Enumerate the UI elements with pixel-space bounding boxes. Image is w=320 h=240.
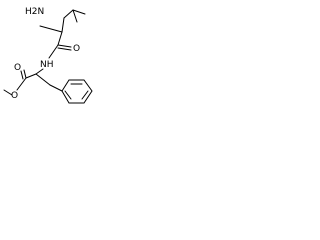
bond-ester-co-1 — [23, 69, 27, 79]
bond-alpha-carbonyl — [57, 31, 63, 46]
aromatic-bond-2 — [81, 90, 89, 100]
bond-n-calpha — [35, 68, 44, 75]
bond-isopropyl-2 — [72, 9, 86, 15]
bond-ch2-ring — [49, 84, 63, 92]
aromatic-bond-3 — [64, 90, 72, 100]
amine-label: H2N — [25, 7, 44, 17]
ester-ether-oxygen-label: O — [11, 91, 18, 101]
bond-isopropyl-1 — [63, 9, 74, 19]
bond-calpha-ester — [25, 73, 37, 79]
molecule-diagram: H2N O NH O O — [3, 7, 93, 104]
structure-canvas: H2N O NH O O — [0, 0, 107, 122]
bond-ester-o — [16, 77, 27, 91]
bond-ester-co-2 — [20, 70, 24, 80]
bond-isopropyl-3 — [72, 9, 78, 23]
bond-ch2 — [61, 17, 65, 33]
benzene-ring — [61, 79, 93, 104]
bond-amide-co-1 — [57, 44, 72, 48]
bond-alpha-amine — [39, 25, 63, 33]
bond-amide-co-2 — [57, 47, 72, 51]
amide-nh-label: NH — [40, 60, 54, 70]
bond-calpha-ch2 — [35, 73, 51, 86]
amide-oxygen-label: O — [73, 44, 80, 54]
bond-methyl — [3, 89, 13, 96]
ester-carbonyl-oxygen-label: O — [14, 63, 21, 73]
bond-amide-cn — [48, 44, 59, 59]
